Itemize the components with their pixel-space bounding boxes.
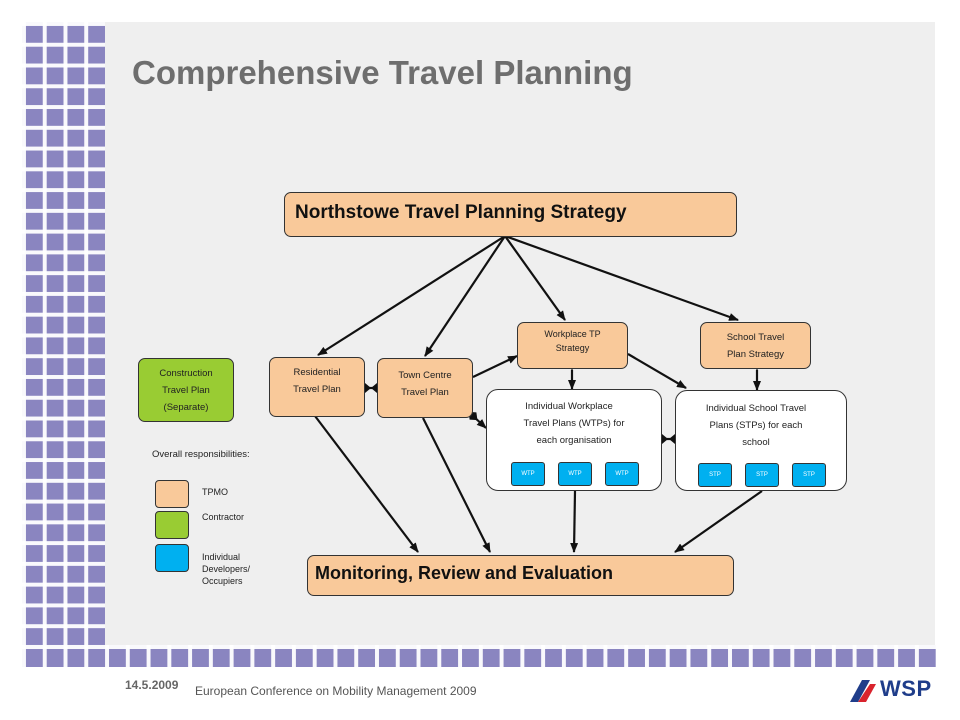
- arrow-strategy-towncentre: [424, 235, 506, 357]
- footer-conference: European Conference on Mobility Manageme…: [195, 684, 477, 698]
- monitoring-review-evaluation-box: Monitoring, Review and Evaluation: [307, 555, 734, 596]
- individual-school-plans-box: Individual School Travel Plans (STPs) fo…: [675, 390, 847, 491]
- construction-line-1: Construction: [159, 368, 213, 379]
- link-workplace-school: [618, 345, 687, 389]
- school-tp-line-2: Plan Strategy: [726, 349, 785, 360]
- legend-swatch-contractor: [155, 511, 189, 539]
- individual-workplace-line-2: Travel Plans (WTPs) for: [523, 418, 625, 429]
- workplace-tp-strategy-box: Workplace TP Strategy: [517, 322, 628, 369]
- individual-school-line-1: Individual School Travel: [705, 403, 807, 414]
- stp-box-1: STP: [698, 463, 732, 487]
- wtp-box-2: WTP: [558, 462, 592, 486]
- construction-line-3: (Separate): [163, 402, 209, 413]
- legend-label-developers: Individual Developers/ Occupiers: [202, 552, 251, 586]
- individual-workplace-line-3: each organisation: [536, 435, 612, 446]
- arrow-residential-monitoring: [314, 415, 419, 553]
- school-tp-line-1: School Travel: [726, 332, 785, 343]
- decorative-grid-left: [22, 22, 105, 645]
- construction-travel-plan-box: Construction Travel Plan (Separate): [138, 358, 234, 422]
- residential-line-2: Travel Plan: [293, 384, 341, 395]
- slide-title: Comprehensive Travel Planning: [132, 54, 633, 91]
- wsp-logo-icon: [850, 680, 876, 702]
- individual-school-line-3: school: [742, 437, 770, 448]
- school-travel-plan-strategy-box: School Travel Plan Strategy: [700, 322, 811, 369]
- link-towncentre-individual-wtp: [468, 411, 487, 429]
- construction-line-2: Travel Plan: [162, 385, 210, 396]
- legend-swatch-tpmo: [155, 480, 189, 508]
- workplace-tp-line-2: Strategy: [555, 343, 590, 353]
- workplace-tp-line-1: Workplace TP: [544, 329, 601, 339]
- arrow-wtp-monitoring: [570, 490, 579, 553]
- individual-workplace-plans-box: Individual Workplace Travel Plans (WTPs)…: [486, 389, 662, 491]
- town-centre-travel-plan-box: Town Centre Travel Plan: [377, 358, 473, 418]
- wsp-logo-text: WSP: [880, 676, 932, 701]
- legend-label-contractor: Contractor: [202, 512, 245, 522]
- stp-box-2: STP: [745, 463, 779, 487]
- legend-swatch-developers: [155, 544, 189, 572]
- stp-box-3: STP: [792, 463, 826, 487]
- footer-date: 14.5.2009: [125, 678, 179, 692]
- link-towncentre-workplace: [463, 355, 518, 385]
- individual-school-line-2: Plans (STPs) for each: [709, 420, 803, 431]
- wtp-box-3: WTP: [605, 462, 639, 486]
- arrow-stp-monitoring: [674, 490, 763, 553]
- arrow-strategy-school: [504, 234, 739, 322]
- legend-heading: Overall responsibilities:: [152, 449, 250, 460]
- monitoring-label: Monitoring, Review and Evaluation: [315, 563, 614, 583]
- wtp-box-1: WTP: [511, 462, 545, 486]
- town-centre-line-2: Travel Plan: [401, 387, 449, 398]
- northstowe-strategy-label: Northstowe Travel Planning Strategy: [295, 202, 627, 223]
- northstowe-strategy-box: Northstowe Travel Planning Strategy: [284, 192, 737, 237]
- individual-workplace-line-1: Individual Workplace: [525, 401, 613, 412]
- legend-label-tpmo: TPMO: [202, 487, 228, 497]
- residential-line-1: Residential: [293, 367, 341, 378]
- arrow-towncentre-monitoring: [422, 417, 491, 553]
- decorative-grid-bottom: [22, 645, 936, 667]
- town-centre-line-1: Town Centre: [398, 370, 452, 381]
- arrow-strategy-residential: [317, 235, 506, 356]
- residential-travel-plan-box: Residential Travel Plan: [269, 357, 365, 417]
- arrow-strategy-workplace: [504, 235, 566, 321]
